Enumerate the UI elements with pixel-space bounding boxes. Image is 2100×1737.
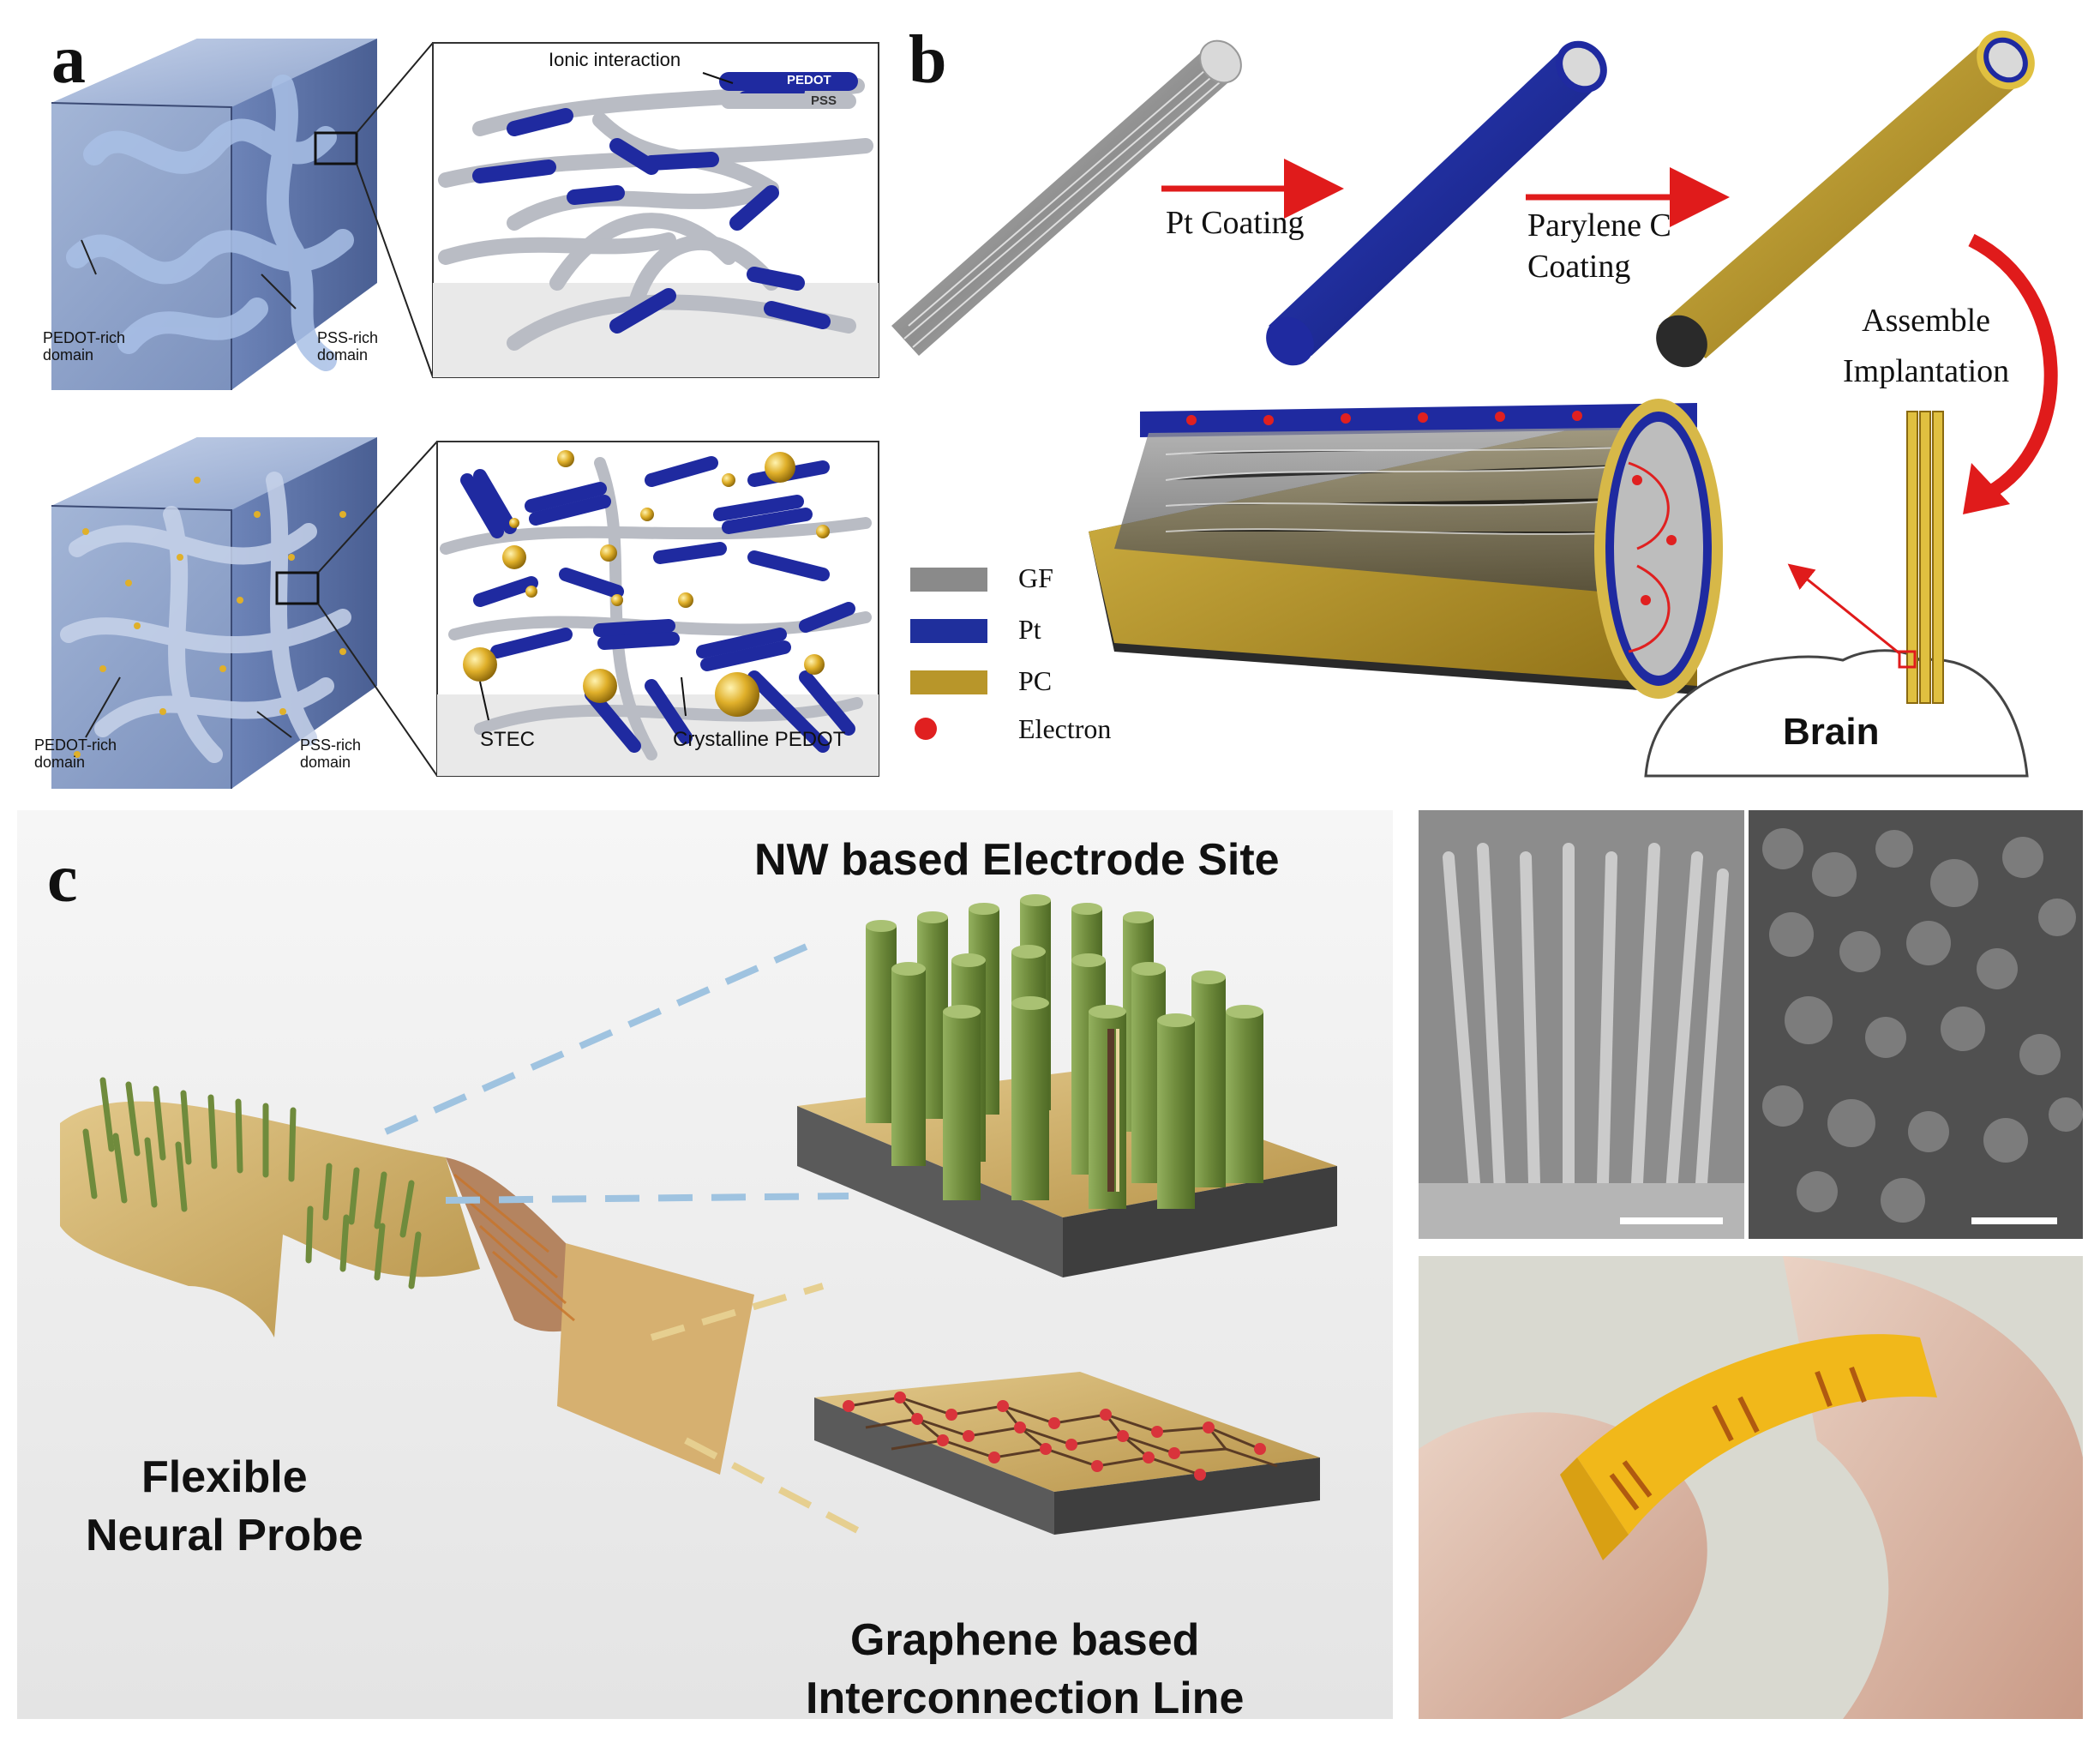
- top-cube: [51, 39, 377, 390]
- stec-label: STEC: [480, 728, 536, 751]
- graphene-interconnect: [814, 1372, 1320, 1535]
- nw-electrode-site: [797, 894, 1337, 1277]
- bottom-cube: [51, 437, 377, 789]
- panel-label-a: a: [51, 22, 86, 98]
- crystalline-pedot-label: Crystalline PEDOT: [673, 728, 846, 751]
- flexible-neural-probe-label: Flexible Neural Probe: [86, 1452, 363, 1560]
- pedot-tag: PEDOT: [787, 73, 831, 87]
- legend-electron-label: Electron: [1018, 713, 1112, 744]
- legend-swatches: [910, 568, 987, 740]
- pc-fiber: [1656, 30, 2035, 368]
- top-inset: [432, 42, 879, 378]
- top-pss-rich-domain-label: PSS-rich domain: [317, 329, 379, 364]
- pt-fiber: [1266, 40, 1607, 366]
- flexible-probe-photo: [1419, 1256, 2083, 1719]
- sem-image-side: [1419, 810, 1744, 1239]
- legend-pt-label: Pt: [1018, 614, 1041, 645]
- brain-label: Brain: [1783, 711, 1880, 753]
- brain-outline: [1644, 649, 2029, 778]
- sem-image-top: [1749, 810, 2083, 1239]
- bottom-pedot-rich-domain-label: PEDOT-rich domain: [34, 736, 117, 771]
- legend-gf-label: GF: [1018, 562, 1053, 593]
- parylene-coating-label: Parylene C Coating: [1527, 207, 1671, 285]
- assemble-implantation-label: Assemble Implantation: [1843, 303, 2010, 389]
- fiber-cross-section: [1089, 399, 1723, 699]
- panel-label-c: c: [47, 841, 78, 917]
- bottom-pss-rich-domain-label: PSS-rich domain: [300, 736, 362, 771]
- nw-electrode-site-title: NW based Electrode Site: [754, 835, 1280, 885]
- legend-pc-label: PC: [1018, 665, 1053, 696]
- gf-fiber: [891, 39, 1242, 356]
- implant-probes: [1898, 411, 1944, 704]
- pss-tag: PSS: [811, 93, 837, 108]
- pt-coating-label: Pt Coating: [1166, 205, 1305, 241]
- panel-label-b: b: [909, 22, 947, 98]
- flexible-probe: [60, 1077, 754, 1475]
- ionic-interaction-label: Ionic interaction: [549, 49, 681, 70]
- top-pedot-rich-domain-label: PEDOT-rich domain: [43, 329, 126, 364]
- bottom-inset: [436, 441, 879, 777]
- graphene-interconnection-label: Graphene based Interconnection Line: [806, 1615, 1245, 1723]
